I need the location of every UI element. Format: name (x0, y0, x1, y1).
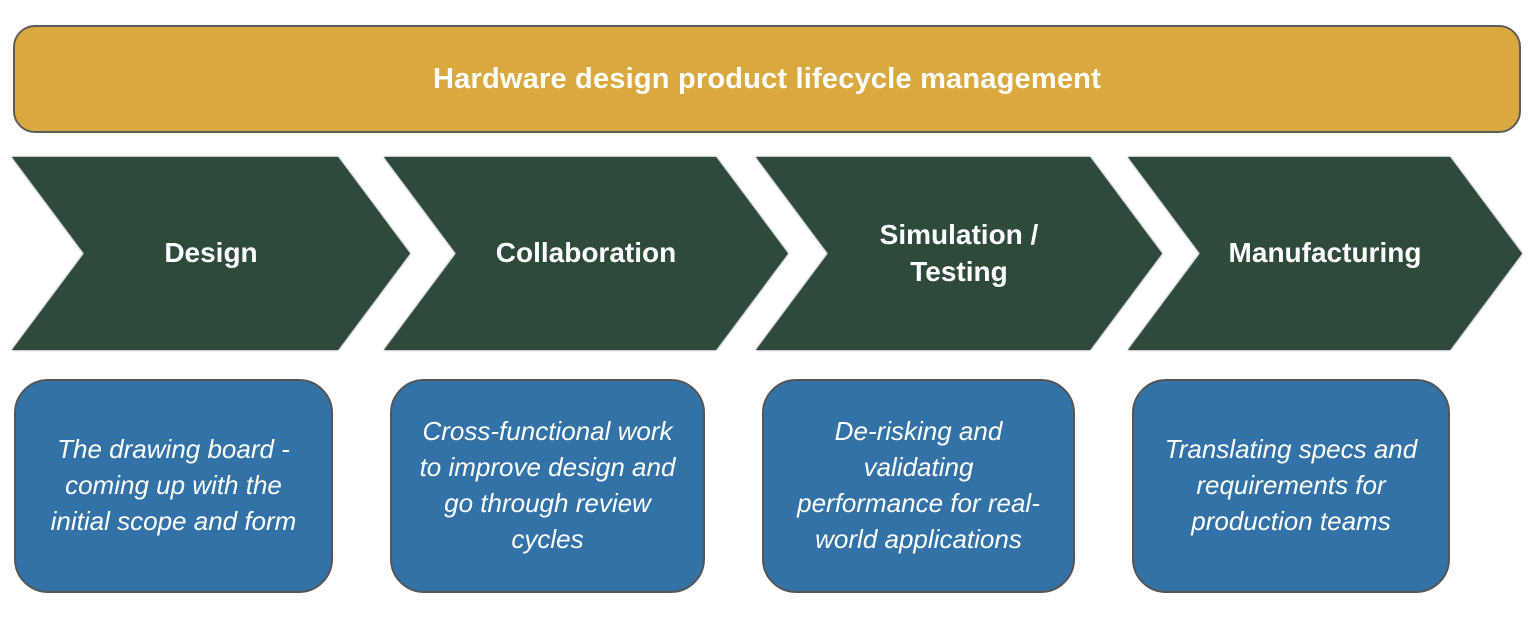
stage-chevron-design: Design (12, 157, 410, 350)
stage-description-collaboration: Cross-functional work to improve design … (419, 416, 676, 554)
stage-label-design: Design (164, 237, 258, 269)
stage-card-design: The drawing board - coming up with the i… (14, 379, 333, 593)
stage-label-manufacturing: Manufacturing (1228, 237, 1422, 269)
stage-card-collaboration: Cross-functional work to improve design … (390, 379, 705, 593)
diagram-title: Hardware design product lifecycle manage… (433, 62, 1101, 95)
stage-label-collaboration: Collaboration (495, 237, 677, 269)
stage-card-manufacturing: Translating specs and requirements for p… (1132, 379, 1450, 593)
stage-label-simulation-testing: Simulation / Testing (879, 219, 1039, 287)
chevron-arrow-shape: Collaboration (384, 157, 788, 350)
title-banner: Hardware design product lifecycle manage… (13, 25, 1521, 133)
chevron-arrow-shape: Simulation / Testing (756, 157, 1162, 350)
stage-chevron-simulation-testing: Simulation / Testing (756, 157, 1162, 350)
chevron-arrow-shape: Design (12, 157, 410, 350)
chevron-arrow-shape: Manufacturing (1128, 157, 1522, 350)
stage-description-simulation-testing: De-risking and validating performance fo… (797, 416, 1040, 554)
stage-card-simulation-testing: De-risking and validating performance fo… (762, 379, 1075, 593)
stage-chevron-collaboration: Collaboration (384, 157, 788, 350)
stage-description-manufacturing: Translating specs and requirements for p… (1164, 434, 1418, 536)
stage-chevron-manufacturing: Manufacturing (1128, 157, 1522, 350)
stage-description-design: The drawing board - coming up with the i… (50, 434, 297, 536)
